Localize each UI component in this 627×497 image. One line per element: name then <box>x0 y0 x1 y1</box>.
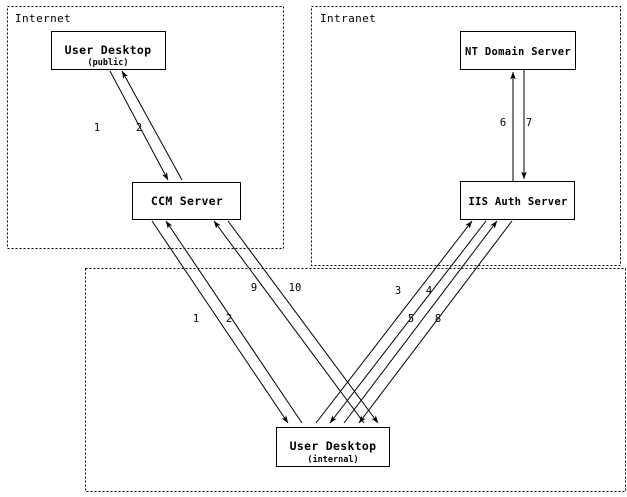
node-user-desktop-public[interactable]: User Desktop (public) <box>50 30 167 71</box>
flow-arrow-10-ccm-to-internal <box>227 220 379 424</box>
node-box-nt-domain-server[interactable] <box>459 30 577 71</box>
step-label-7: 7 <box>526 117 532 129</box>
zone-internet-label: Internet <box>15 12 71 25</box>
step-label-3: 3 <box>395 285 401 297</box>
step-label-group: 1 2 1 2 9 10 3 4 5 8 6 7 <box>94 117 532 325</box>
zone-internet-boundary <box>7 6 284 249</box>
flow-arrow-3-internal-to-iis <box>315 220 473 424</box>
step-label-5: 5 <box>408 313 414 325</box>
zone-intranet-label: Intranet <box>320 12 376 25</box>
zone-group: Internet Intranet <box>7 6 626 492</box>
node-label-user-desktop-public: User Desktop <box>65 43 152 57</box>
node-label-ccm-server: CCM Server <box>151 194 223 208</box>
flow-internal-ccm-right <box>213 220 379 424</box>
flow-arrow-5-internal-to-iis <box>343 220 498 424</box>
node-label-nt-domain-server: NT Domain Server <box>465 46 571 58</box>
flow-arrow-2-internal-to-ccm <box>165 220 303 424</box>
node-ccm-server[interactable]: CCM Server <box>131 181 242 221</box>
node-user-desktop-internal[interactable]: User Desktop (internal) <box>275 426 391 468</box>
step-label-10: 10 <box>289 282 302 294</box>
step-label-2-internal: 2 <box>226 313 232 325</box>
step-label-1-public: 1 <box>94 122 100 134</box>
node-box-ccm-server[interactable] <box>131 181 242 221</box>
step-label-6: 6 <box>500 117 506 129</box>
node-label-user-desktop-internal: User Desktop <box>290 439 377 453</box>
zone-internal-boundary <box>85 268 626 492</box>
node-label-iis-auth-server: IIS Auth Server <box>468 196 567 208</box>
step-label-8: 8 <box>435 313 441 325</box>
step-label-1-internal: 1 <box>193 313 199 325</box>
flow-public-ccm <box>109 70 183 181</box>
flow-internal-iis-34 <box>315 220 487 424</box>
flow-arrow-1-ccm-to-internal <box>151 220 289 424</box>
node-sublabel-user-desktop-public: (public) <box>88 57 129 68</box>
node-sublabel-user-desktop-internal: (internal) <box>307 454 358 465</box>
flow-internal-iis-58 <box>343 220 513 424</box>
flow-arrow-1-public-to-ccm <box>109 70 169 181</box>
node-iis-auth-server[interactable]: IIS Auth Server <box>459 180 576 221</box>
node-nt-domain-server[interactable]: NT Domain Server <box>459 30 577 71</box>
step-label-2-public: 2 <box>136 122 142 134</box>
flow-ccm-internal-left <box>151 220 303 424</box>
node-box-user-desktop-public[interactable] <box>50 30 167 71</box>
flow-arrow-4-iis-to-internal <box>329 220 487 424</box>
node-box-user-desktop-internal[interactable] <box>275 426 391 468</box>
flow-arrow-2-ccm-to-public <box>121 70 183 181</box>
step-label-4: 4 <box>426 285 432 297</box>
flow-iis-nt <box>510 69 527 181</box>
flow-arrow-8-iis-to-internal <box>358 220 513 424</box>
step-label-9: 9 <box>251 282 257 294</box>
flow-arrow-9-internal-to-ccm <box>213 220 365 424</box>
node-box-iis-auth-server[interactable] <box>459 180 576 221</box>
